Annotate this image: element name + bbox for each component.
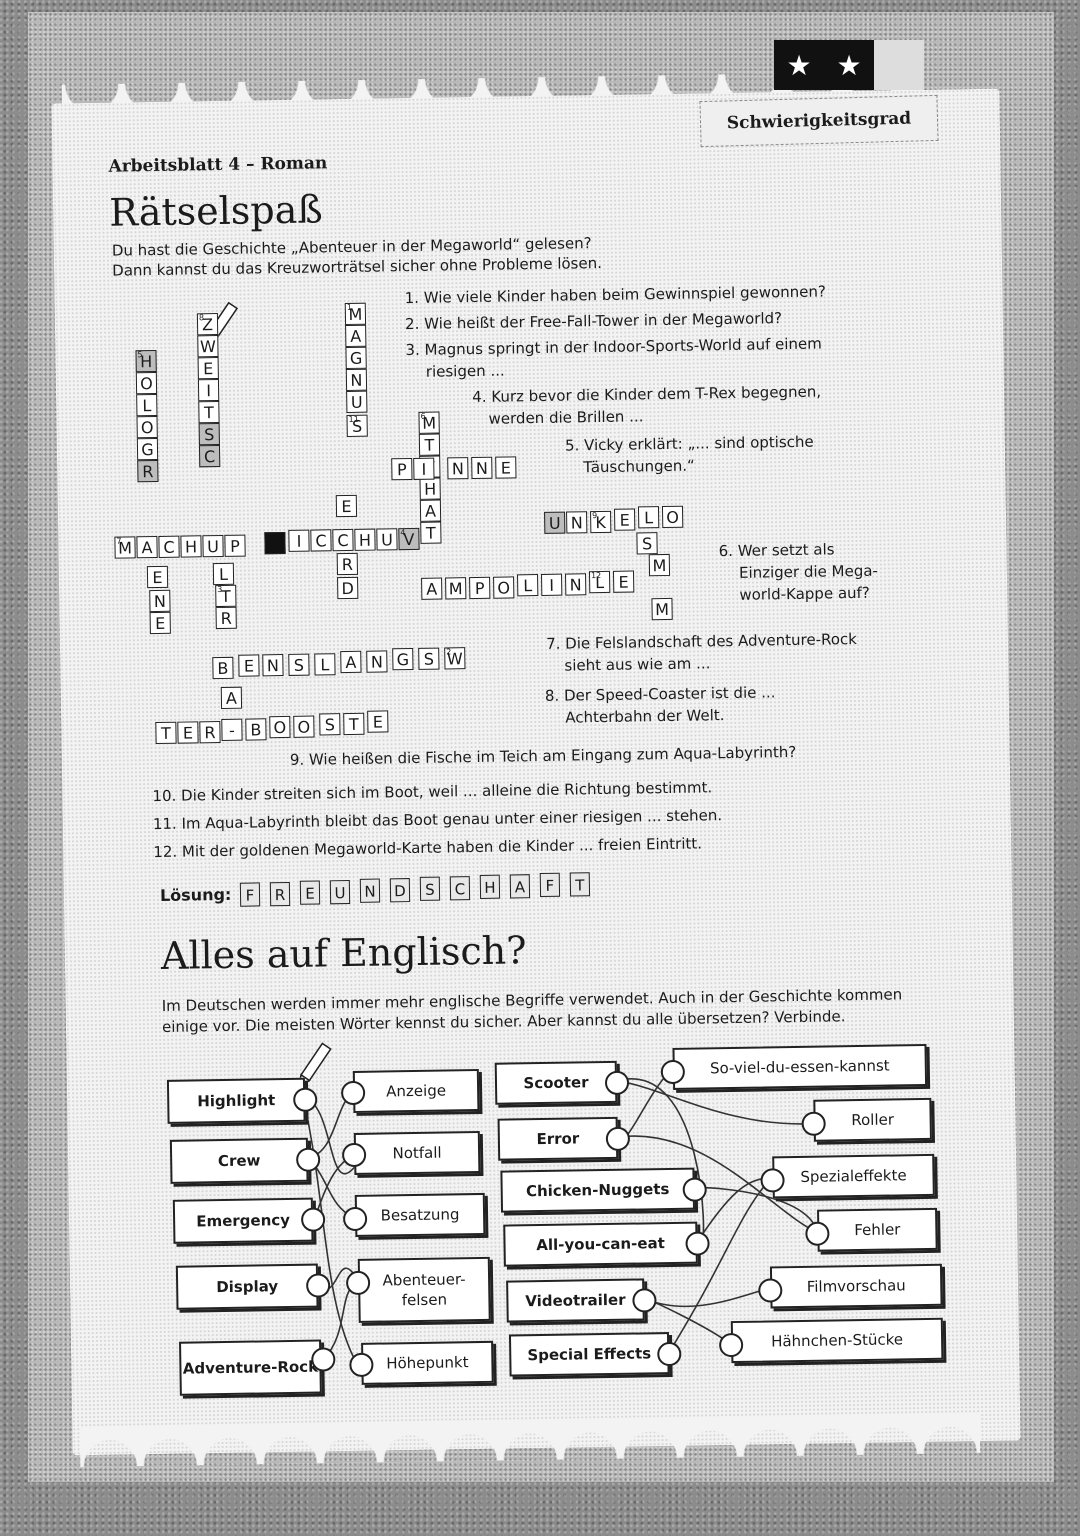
word-box-german[interactable]: Höhepunkt <box>361 1340 494 1385</box>
word-box-english[interactable]: Chicken-Nuggets <box>500 1167 696 1213</box>
star-icon: ★ <box>824 40 874 90</box>
word-box-english[interactable]: Scooter <box>494 1060 618 1105</box>
word-box-english[interactable]: Videotrailer <box>506 1278 645 1323</box>
word-box-english[interactable]: All-you-can-eat <box>503 1221 698 1267</box>
word-box-german[interactable]: Abenteuer-felsen <box>357 1256 491 1323</box>
star-icon: ★ <box>774 40 824 90</box>
word-box-german[interactable]: Notfall <box>353 1130 481 1175</box>
word-box-english[interactable]: Display <box>175 1263 319 1310</box>
word-box-english[interactable]: Adventure-Rock <box>179 1339 322 1396</box>
word-box-german[interactable]: Fehler <box>817 1207 938 1252</box>
word-box-english[interactable]: Crew <box>169 1137 309 1184</box>
word-box-german[interactable]: Filmvorschau <box>769 1263 943 1309</box>
word-box-english[interactable]: Error <box>497 1116 619 1161</box>
word-box-german[interactable]: Hähnchen-Stücke <box>730 1317 944 1364</box>
word-box-german[interactable]: Besatzung <box>354 1192 486 1237</box>
word-box-german[interactable]: Spezialeffekte <box>772 1153 935 1199</box>
word-box-english[interactable]: Highlight <box>166 1077 306 1124</box>
word-box-german[interactable]: Roller <box>813 1097 932 1142</box>
star-icon-empty <box>874 40 924 90</box>
word-box-german[interactable]: Anzeige <box>352 1068 480 1113</box>
word-box-german[interactable]: So-viel-du-essen-kannst <box>672 1043 928 1090</box>
word-box-english[interactable]: Emergency <box>172 1197 314 1244</box>
difficulty-stars: ★ ★ <box>774 40 924 90</box>
word-box-english[interactable]: Special Effects <box>508 1332 670 1377</box>
